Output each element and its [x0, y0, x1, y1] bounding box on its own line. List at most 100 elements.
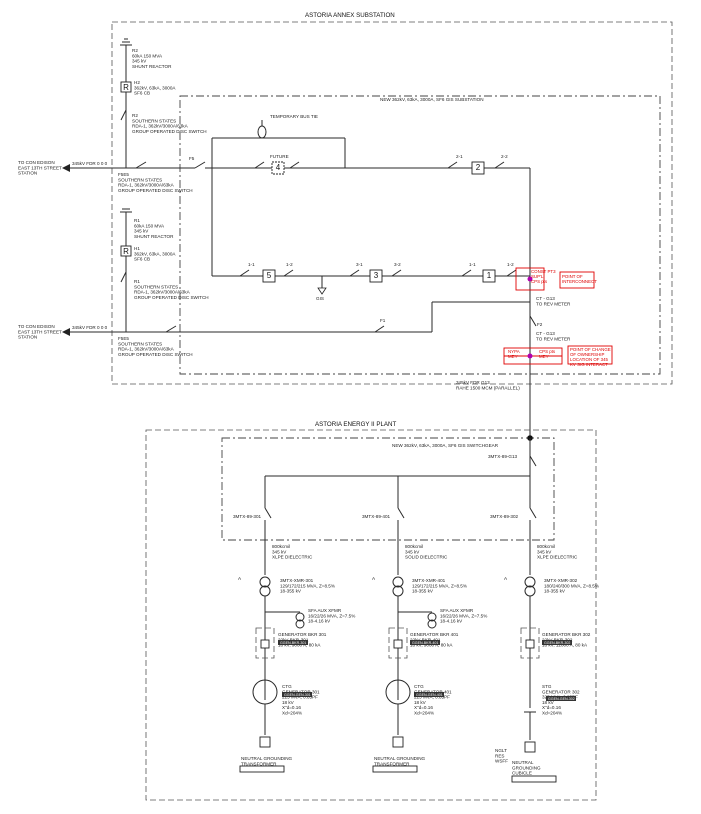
temp-bus-tie-ct [257, 125, 267, 139]
temp-bus-tie-label: TEMPORARY BUS TIE [270, 114, 318, 119]
poi-marker [527, 276, 533, 282]
breaker-1 [482, 269, 496, 283]
plant-title: ASTORIA ENERGY II PLANT [315, 421, 396, 428]
svg-text:GGEN-BKR-301: GGEN-BKR-301 [280, 641, 306, 645]
svg-text:GIS: GIS [316, 296, 324, 301]
svg-text:4: 4 [276, 163, 281, 172]
breaker-4 [271, 161, 285, 175]
svg-text:GGEN-GEN-302: GGEN-GEN-302 [548, 697, 575, 701]
svg-text:2-1: 2-1 [456, 154, 463, 159]
gis-boundary [179, 95, 661, 375]
gis-title: NEW 362kV, 63kA, 3000A, SF6 GIS SUBSTATI… [380, 97, 484, 102]
feeder2-arrow [62, 328, 70, 336]
svg-text:F5: F5 [189, 156, 195, 161]
svg-text:A: A [372, 576, 376, 581]
svg-text:5: 5 [267, 271, 272, 280]
svg-text:GGEN-TRF-301: GGEN-TRF-301 [244, 768, 270, 772]
svg-text:GGEN-RES-302: GGEN-RES-302 [515, 778, 541, 782]
svg-text:3MTX-89-302: 3MTX-89-302 [490, 514, 519, 519]
svg-text:3MTX-89-301: 3MTX-89-301 [233, 514, 262, 519]
svg-text:GGEN-TRF-401: GGEN-TRF-401 [377, 768, 403, 772]
svg-text:NEW 362kV, 63kA, 3000A, SF6 GI: NEW 362kV, 63kA, 3000A, SF6 GIS SWITCHGE… [392, 443, 499, 448]
svg-text:A: A [238, 576, 242, 581]
feeder2-fdr: 345kV FDR 0 0 0 [72, 325, 108, 330]
svg-text:F2: F2 [537, 322, 543, 327]
poi-box [515, 267, 545, 291]
svg-text:GGEN-GEN-301: GGEN-GEN-301 [284, 693, 311, 697]
breaker-5 [262, 269, 276, 283]
svg-text:2-2: 2-2 [501, 154, 508, 159]
svg-text:1: 1 [487, 271, 492, 280]
svg-text:A: A [504, 576, 508, 581]
svg-text:1-1: 1-1 [469, 262, 476, 267]
h2-breaker [120, 81, 132, 93]
svg-text:F1: F1 [380, 318, 386, 323]
svg-text:3MTX-89-401: 3MTX-89-401 [362, 514, 391, 519]
svg-text:GGEN-GEN-401: GGEN-GEN-401 [416, 693, 443, 697]
future-label: FUTURE [270, 154, 289, 159]
svg-text:1-2: 1-2 [507, 262, 514, 267]
h1-breaker [120, 245, 132, 257]
svg-text:3-1: 3-1 [356, 262, 363, 267]
substation-title: ASTORIA ANNEX SUBSTATION [305, 12, 395, 19]
breaker-2 [471, 161, 485, 175]
svg-text:R: R [123, 247, 129, 256]
svg-text:3MTX-89-G13: 3MTX-89-G13 [488, 454, 518, 459]
feeder1-arrow [62, 164, 70, 172]
feeder1-fdr: 345kV FDR 0 0 0 [72, 161, 108, 166]
plant-boundary [145, 429, 597, 801]
svg-text:2: 2 [476, 163, 481, 172]
svg-text:GGEN-BKR-401: GGEN-BKR-401 [412, 641, 438, 645]
poco-marker [527, 353, 533, 359]
breaker-3 [369, 269, 383, 283]
svg-text:3-2: 3-2 [394, 262, 401, 267]
substation-boundary [111, 21, 673, 385]
svg-text:1-2: 1-2 [286, 262, 293, 267]
svg-text:R: R [123, 83, 129, 92]
svg-text:3: 3 [374, 271, 379, 280]
plant-gis-boundary [221, 437, 555, 541]
svg-text:GGEN-BKR-302: GGEN-BKR-302 [544, 641, 570, 645]
svg-text:1-1: 1-1 [248, 262, 255, 267]
